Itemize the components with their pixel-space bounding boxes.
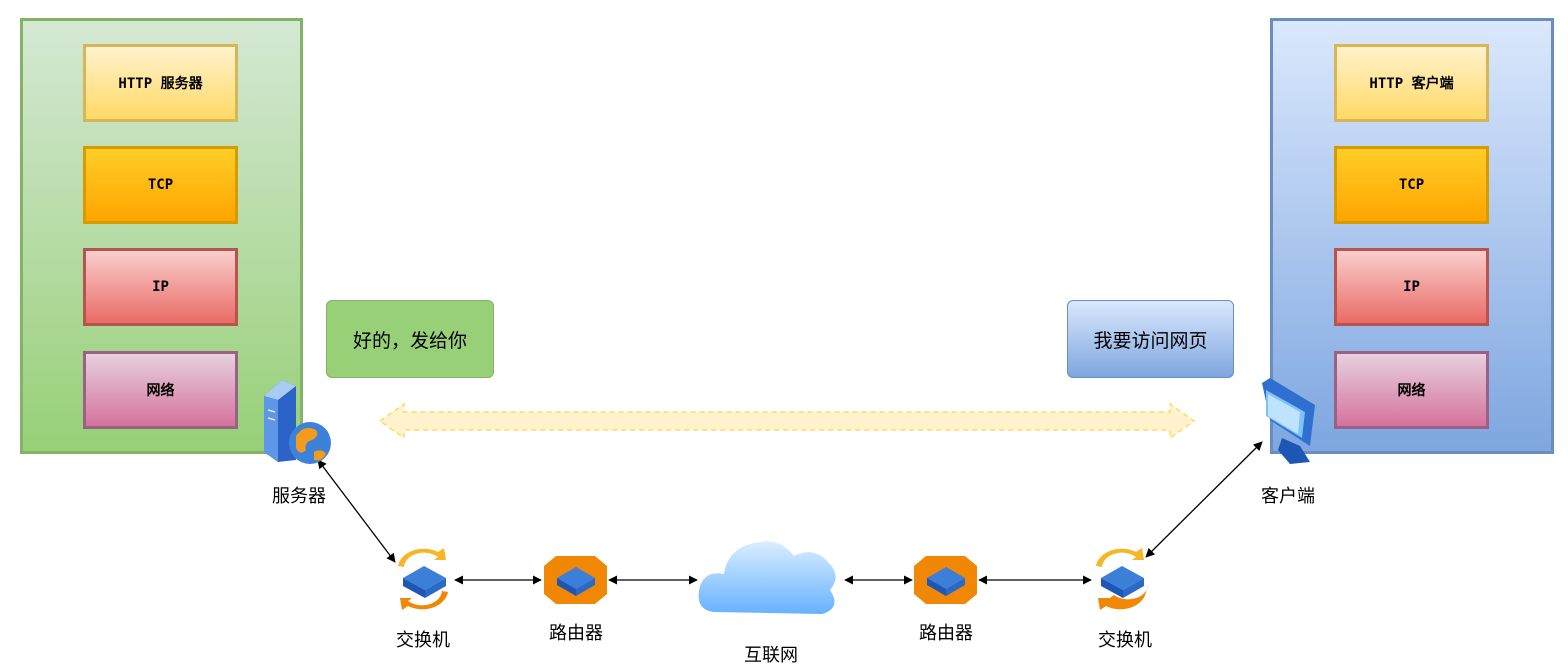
server-tcp-label: TCP [147, 177, 174, 193]
server-network-label: 网络 [146, 383, 175, 399]
client-http-layer: HTTP 客户端 [1334, 44, 1489, 122]
server-globe-icon [264, 380, 331, 464]
client-tcp-label: TCP [1398, 177, 1425, 193]
server-tcp-layer: TCP [83, 146, 238, 224]
server-stack-panel: HTTP 服务器 TCP IP 网络 [20, 18, 303, 454]
logical-link-arrow [378, 402, 1196, 440]
client-ip-label: IP [1403, 279, 1420, 295]
server-reply-message: 好的，发给你 [326, 300, 494, 378]
server-reply-text: 好的，发给你 [352, 329, 467, 352]
client-http-label: HTTP 客户端 [1369, 76, 1454, 92]
client-request-text: 我要访问网页 [1093, 329, 1208, 352]
client-network-label: 网络 [1397, 383, 1426, 399]
router-right-caption: 路由器 [919, 623, 973, 644]
router-icon [914, 556, 977, 604]
client-caption: 客户端 [1261, 486, 1315, 507]
client-request-message: 我要访问网页 [1067, 300, 1234, 378]
cloud-icon [698, 541, 836, 614]
server-network-layer: 网络 [83, 351, 238, 429]
client-stack-panel: HTTP 客户端 TCP IP 网络 [1270, 18, 1554, 454]
router-left-caption: 路由器 [549, 623, 603, 644]
link-server-switch [317, 459, 396, 563]
monitor-icon [1262, 378, 1315, 464]
switch-icon [1096, 548, 1148, 610]
client-tcp-layer: TCP [1334, 146, 1489, 224]
server-http-layer: HTTP 服务器 [83, 44, 238, 122]
switch-icon [398, 548, 448, 610]
switch-left-caption: 交换机 [396, 630, 450, 651]
server-http-label: HTTP 服务器 [118, 76, 203, 92]
switch-right-caption: 交换机 [1098, 630, 1152, 651]
link-switch-client [1145, 441, 1263, 558]
server-caption: 服务器 [272, 486, 326, 507]
client-network-layer: 网络 [1334, 351, 1489, 429]
router-icon [544, 556, 607, 604]
server-ip-label: IP [152, 279, 169, 295]
client-ip-layer: IP [1334, 248, 1489, 326]
internet-caption: 互联网 [744, 645, 798, 666]
server-ip-layer: IP [83, 248, 238, 326]
